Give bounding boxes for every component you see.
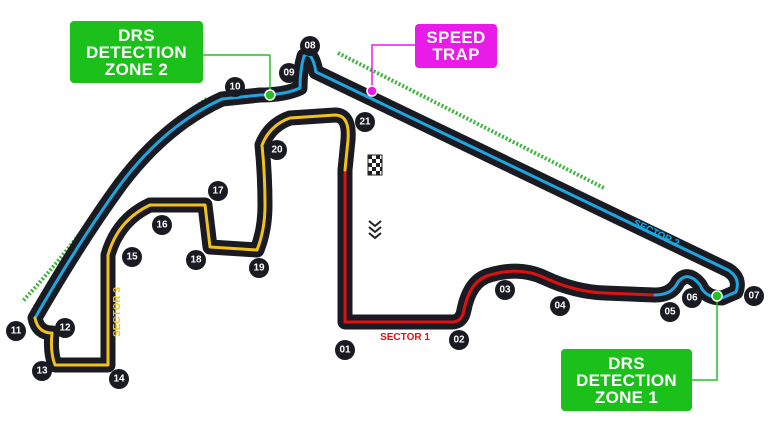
svg-text:13: 13 [36, 366, 48, 377]
svg-text:05: 05 [664, 307, 676, 318]
svg-text:03: 03 [499, 285, 511, 296]
drs-zone-1-connector [692, 296, 718, 381]
turn-badge-06: 06 [682, 288, 702, 308]
svg-text:17: 17 [212, 186, 224, 197]
turn-badge-14: 14 [109, 369, 129, 389]
svg-text:12: 12 [59, 323, 71, 334]
svg-text:21: 21 [359, 117, 371, 128]
turn-badge-02: 02 [449, 330, 469, 350]
sector-3-label: SECTOR 3 [112, 287, 123, 337]
svg-text:08: 08 [304, 41, 316, 52]
svg-text:09: 09 [283, 68, 295, 79]
turn-badge-04: 04 [550, 296, 570, 316]
drs-detection-2-marker [264, 89, 276, 101]
drs-detection-zone-2-callout: DRS DETECTION ZONE 2 [70, 21, 203, 83]
turn-badge-17: 17 [208, 181, 228, 201]
turn-badge-19: 19 [249, 258, 269, 278]
sector-2-path [33, 53, 739, 320]
turn-badge-03: 03 [495, 280, 515, 300]
turn-badge-01: 01 [335, 340, 355, 360]
speed-trap-callout: SPEED TRAP [415, 24, 497, 68]
turn-badge-20: 20 [267, 140, 287, 160]
turn-badge-11: 11 [6, 321, 26, 341]
svg-text:16: 16 [156, 220, 168, 231]
svg-text:18: 18 [190, 255, 202, 266]
drs-detection-zone-1-callout: DRS DETECTION ZONE 1 [561, 349, 692, 411]
sector-1-path [343, 168, 657, 324]
svg-text:02: 02 [453, 335, 465, 346]
turn-badge-12: 12 [55, 318, 75, 338]
svg-text:01: 01 [339, 345, 351, 356]
turn-badge-08: 08 [300, 36, 320, 56]
speed-trap-connector [371, 44, 415, 91]
speed-trap-marker [366, 85, 378, 97]
turn-badge-10: 10 [225, 77, 245, 97]
svg-text:14: 14 [113, 374, 125, 385]
turn-badge-18: 18 [186, 250, 206, 270]
turn-badge-21: 21 [355, 112, 375, 132]
turn-badge-07: 07 [744, 286, 764, 306]
svg-text:11: 11 [11, 326, 22, 337]
svg-text:04: 04 [554, 301, 566, 312]
svg-text:06: 06 [686, 293, 698, 304]
svg-text:07: 07 [748, 291, 760, 302]
sector-3-path [33, 113, 350, 367]
sector-1-label: SECTOR 1 [380, 332, 430, 343]
svg-text:19: 19 [253, 263, 265, 274]
turn-badge-09: 09 [279, 63, 299, 83]
turn-badge-15: 15 [122, 247, 142, 267]
drs-detection-1-marker [711, 290, 723, 302]
turn-badge-05: 05 [660, 302, 680, 322]
checkered-flag-icon [367, 154, 383, 176]
drs-zone-main-straight [337, 51, 605, 190]
svg-text:10: 10 [229, 82, 241, 93]
svg-text:20: 20 [271, 145, 283, 156]
turn-badge-13: 13 [32, 361, 52, 381]
turn-badge-16: 16 [152, 215, 172, 235]
direction-chevrons-icon [368, 220, 382, 240]
svg-text:15: 15 [126, 252, 138, 263]
